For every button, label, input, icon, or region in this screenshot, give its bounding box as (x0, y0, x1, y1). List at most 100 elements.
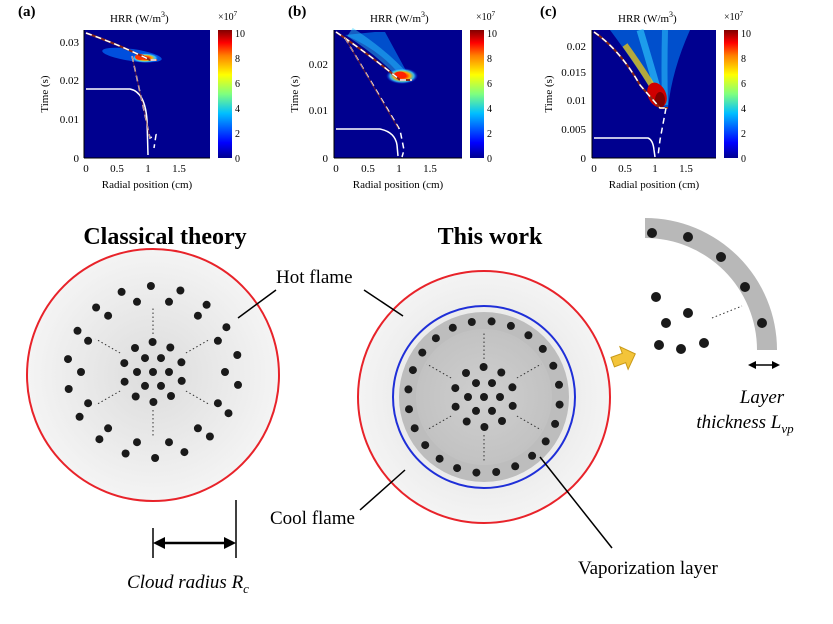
colorbar-tick: 10 (235, 29, 245, 40)
colorbar-exponent: ×107 (218, 10, 238, 23)
droplet (496, 393, 504, 401)
droplet (421, 441, 430, 450)
droplet (133, 438, 141, 447)
colorbar-tick: 10 (741, 29, 751, 40)
droplet (740, 282, 750, 292)
droplet (431, 334, 440, 343)
droplet (511, 462, 520, 471)
droplet (165, 297, 173, 306)
x-axis-label: Radial position (cm) (353, 179, 444, 191)
panel-a: (a) HRR (W/m3) ×107 0.03 0.02 0.01 0 0 0… (18, 4, 245, 191)
droplet (157, 381, 165, 390)
droplet (404, 385, 413, 394)
heatmap-title: HRR (W/m3) (618, 10, 677, 25)
droplet (149, 398, 158, 406)
colorbar-tick: 8 (741, 54, 746, 65)
droplet (167, 392, 175, 400)
droplet (551, 419, 560, 428)
x-tick: 0.5 (618, 163, 632, 175)
droplet (651, 292, 661, 302)
droplet (757, 318, 767, 328)
droplet (555, 400, 564, 409)
droplet (538, 344, 547, 353)
droplet (176, 286, 185, 295)
droplet (661, 318, 671, 328)
y-tick: 0 (74, 153, 80, 165)
colorbar-tick: 0 (741, 154, 746, 165)
droplet (555, 380, 563, 389)
droplet (84, 399, 93, 408)
x-tick: 0.5 (110, 163, 124, 175)
droplet (133, 368, 141, 376)
droplet (146, 282, 155, 290)
droplet (64, 385, 73, 393)
droplet (716, 252, 726, 262)
droplet (117, 287, 126, 296)
colorbar-exponent: ×107 (724, 10, 744, 23)
droplet (193, 311, 202, 320)
panel-label: (b) (288, 4, 306, 20)
cool-flame-circle (392, 305, 576, 489)
x-tick: 1.5 (679, 163, 693, 175)
droplet (418, 348, 427, 357)
panel-c: (c) HRR (W/m3) ×107 0.02 0.015 0.01 0.00… (540, 4, 751, 191)
droplet (166, 343, 175, 352)
droplet (464, 393, 472, 401)
cloud-radius-label: Cloud radius Rc (127, 572, 249, 596)
classical-cloud: Cloud radius Rc (26, 248, 280, 596)
colorbar (218, 30, 232, 158)
droplet (92, 303, 101, 312)
droplet (202, 300, 211, 309)
colorbar-tick: 4 (487, 104, 492, 115)
droplet (451, 384, 460, 393)
colorbar-tick: 2 (487, 129, 492, 140)
droplet (234, 380, 242, 389)
droplet (497, 368, 506, 377)
droplet (451, 402, 460, 411)
layer-thickness-label: thickness Lvp (696, 412, 794, 436)
colorbar-tick: 2 (741, 129, 746, 140)
droplet (508, 383, 517, 392)
x-tick: 0 (591, 163, 597, 175)
x-tick: 0 (83, 163, 89, 175)
droplet (180, 448, 189, 457)
vaporization-layer-label: Vaporization layer (578, 558, 718, 579)
droplet (120, 377, 129, 386)
droplet (213, 399, 222, 408)
droplet (149, 368, 157, 376)
droplet (480, 393, 488, 401)
droplet (141, 381, 149, 390)
droplet (177, 376, 186, 385)
y-tick: 0.01 (567, 95, 586, 107)
droplet (472, 468, 481, 477)
colorbar (470, 30, 484, 158)
colorbar-tick: 10 (487, 29, 497, 40)
droplet (141, 354, 149, 363)
droplet (453, 464, 462, 473)
this-work-cloud (357, 270, 611, 524)
droplet (151, 454, 160, 462)
droplet (104, 311, 113, 320)
droplet (84, 336, 93, 345)
droplet (120, 359, 129, 368)
y-tick: 0.015 (561, 67, 586, 79)
droplet (75, 412, 84, 421)
droplet (131, 392, 140, 401)
panel-label: (a) (18, 4, 36, 20)
y-axis-label: Time (s) (289, 75, 301, 113)
droplet (654, 340, 664, 350)
droplet (508, 401, 517, 410)
droplet (77, 368, 85, 376)
x-tick: 1 (652, 163, 658, 175)
droplet (467, 318, 476, 326)
heatmap-title: HRR (W/m3) (370, 10, 429, 25)
y-tick: 0.02 (567, 41, 586, 53)
droplet (506, 321, 515, 330)
droplet (472, 379, 480, 388)
droplet (405, 405, 413, 414)
droplet (177, 358, 186, 367)
y-tick: 0.03 (60, 37, 80, 49)
droplet (541, 437, 550, 446)
droplet (683, 232, 693, 242)
